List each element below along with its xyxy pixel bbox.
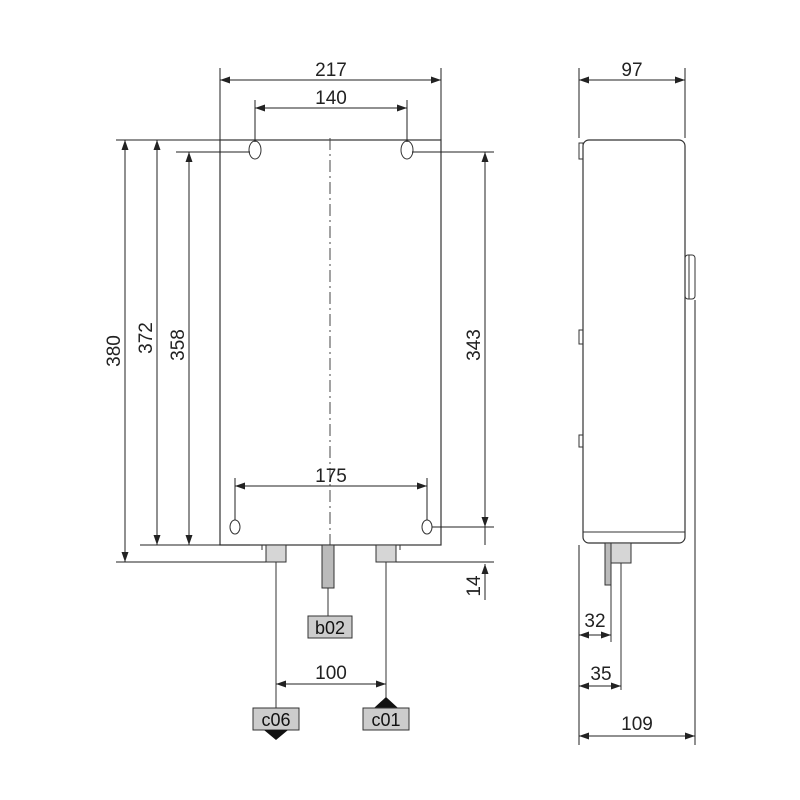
connection-label-c06: c06 [261, 710, 290, 730]
dim-bottom-offset: 14 [464, 527, 489, 600]
dim-pipe-offset-35: 35 [579, 664, 621, 690]
connection-c06: c06 [252, 707, 300, 740]
dim-height-358: 358 [168, 152, 193, 545]
dim-label-100: 100 [315, 663, 347, 684]
front-view [219, 138, 442, 708]
dim-label-14: 14 [464, 575, 485, 597]
connection-label-b02: b02 [315, 618, 345, 638]
side-pipe-front [604, 542, 612, 586]
arrow-down-icon [264, 730, 288, 740]
side-housing [582, 139, 686, 544]
dim-pipe-offset-32: 32 [579, 611, 611, 639]
connection-b02: b02 [307, 615, 353, 639]
dim-side-depth: 97 [578, 60, 686, 138]
dim-label-35: 35 [590, 664, 611, 685]
dim-label-32: 32 [584, 611, 605, 632]
arrow-up-icon [374, 697, 398, 708]
dim-label-380: 380 [104, 335, 125, 367]
dim-pipe-spacing: 100 [276, 663, 386, 688]
dim-side-depth-total: 109 [579, 300, 696, 745]
dim-label-217: 217 [315, 60, 347, 81]
dim-label-97: 97 [621, 60, 642, 81]
dim-hole-spacing-top: 140 [254, 88, 408, 142]
connection-c01: c01 [362, 697, 410, 731]
dim-height-total: 380 [104, 140, 129, 562]
dim-label-358: 358 [168, 329, 189, 361]
dim-label-140: 140 [315, 88, 347, 109]
dim-label-175: 175 [315, 466, 347, 487]
pipe-left-fitting [265, 544, 287, 563]
dim-hole-to-bottom: 343 [464, 152, 489, 527]
dim-height-372: 372 [136, 140, 161, 545]
dim-label-109: 109 [621, 714, 653, 735]
connection-label-c01: c01 [371, 710, 400, 730]
dim-width-total: 217 [219, 60, 442, 140]
pipe-right-fitting [375, 544, 397, 563]
side-knob [684, 254, 696, 300]
pipe-center [321, 544, 335, 589]
dim-label-343: 343 [464, 329, 485, 361]
dim-hole-spacing-bottom: 175 [234, 466, 428, 520]
side-pipe-fitting [610, 542, 632, 564]
dim-label-372: 372 [136, 322, 157, 354]
side-view [578, 139, 696, 690]
